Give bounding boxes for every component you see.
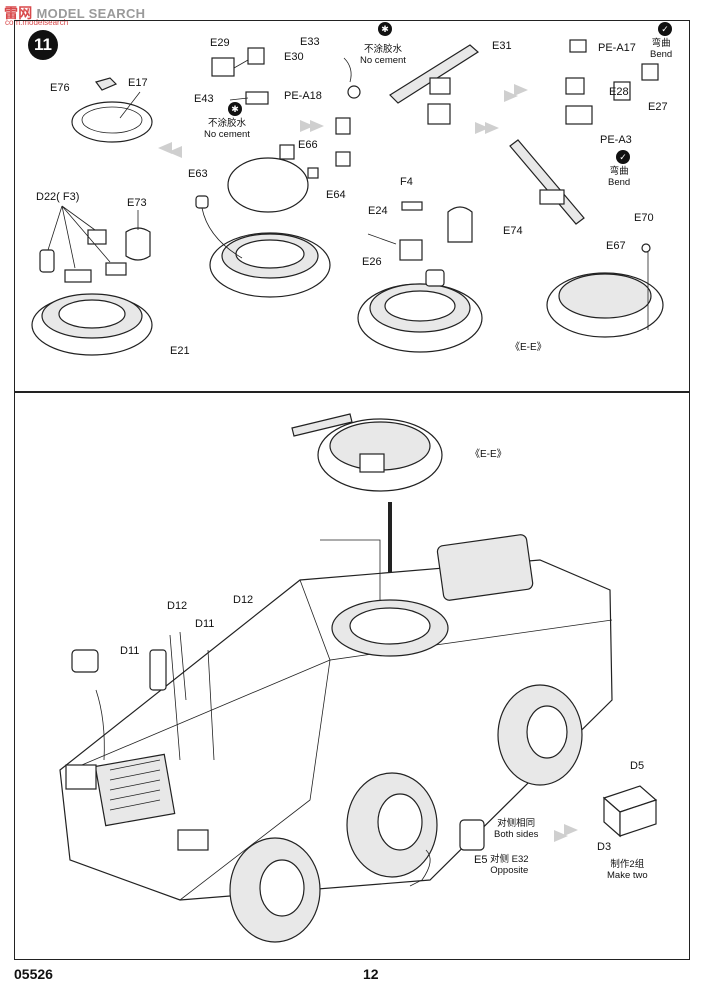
- label-pe-a18: PE-A18: [284, 90, 322, 102]
- no-cement-icon: ✱: [228, 102, 242, 116]
- label-e66: E66: [298, 139, 318, 151]
- top-panel-frame: [14, 20, 690, 392]
- watermark: 雷网 MODEL SEARCH: [4, 5, 146, 21]
- label-e28: E28: [609, 86, 629, 98]
- hatch-assembly-3: [335, 44, 483, 353]
- label-d12-b: D12: [233, 594, 254, 606]
- label-e31: E31: [492, 40, 512, 52]
- label-d12-a: D12: [167, 600, 188, 612]
- catalog-number: 05526: [14, 966, 53, 982]
- label-f4: F4: [400, 176, 413, 188]
- watermark-sub: com.modelsearch: [5, 18, 69, 27]
- page-number: 12: [363, 966, 379, 982]
- label-pe-a3: PE-A3: [600, 134, 632, 146]
- label-e74: E74: [503, 225, 523, 237]
- label-d5: D5: [630, 760, 645, 772]
- label-e26: E26: [362, 256, 382, 268]
- label-e64: E64: [326, 189, 346, 201]
- step-number-badge: 11: [28, 30, 58, 60]
- label-e43: E43: [194, 93, 214, 105]
- label-pe-a17: PE-A17: [598, 42, 636, 54]
- label-e21: E21: [170, 345, 190, 357]
- label-e29: E29: [210, 37, 230, 49]
- hatch-assembly-1: [31, 77, 153, 356]
- label-e-e-top: 《E-E》: [510, 342, 547, 353]
- flow-arrows: [158, 84, 578, 842]
- label-e70: E70: [634, 212, 654, 224]
- label-d11-a: D11: [195, 618, 215, 630]
- label-e24: E24: [368, 205, 388, 217]
- label-d3: D3: [597, 841, 612, 853]
- label-e73: E73: [127, 197, 147, 209]
- turret-subassembly: [291, 413, 443, 492]
- label-e5: E5: [474, 854, 488, 866]
- bottom-panel-frame: [14, 392, 690, 960]
- label-e27: E27: [648, 101, 668, 113]
- label-e33: E33: [300, 36, 320, 48]
- no-cement-icon-2: ✱: [378, 22, 392, 36]
- install-arrow: [380, 502, 400, 636]
- wheels: [229, 684, 583, 943]
- label-e17: E17: [128, 77, 148, 89]
- label-e30: E30: [284, 51, 304, 63]
- side-parts: [409, 785, 658, 887]
- label-e76: E76: [50, 82, 70, 94]
- hatch-assembly-4: [509, 39, 664, 338]
- vehicle-hull: [59, 534, 613, 901]
- label-d11-b: D11: [120, 645, 140, 657]
- bend-icon-2: ✓: [616, 150, 630, 164]
- label-e-e-bottom: 《E-E》: [470, 449, 507, 460]
- hatch-assembly-2: [195, 47, 351, 298]
- bend-icon-1: ✓: [658, 22, 672, 36]
- label-e67: E67: [606, 240, 626, 252]
- label-e63: E63: [188, 168, 208, 180]
- label-d22: D22( F3): [36, 191, 80, 203]
